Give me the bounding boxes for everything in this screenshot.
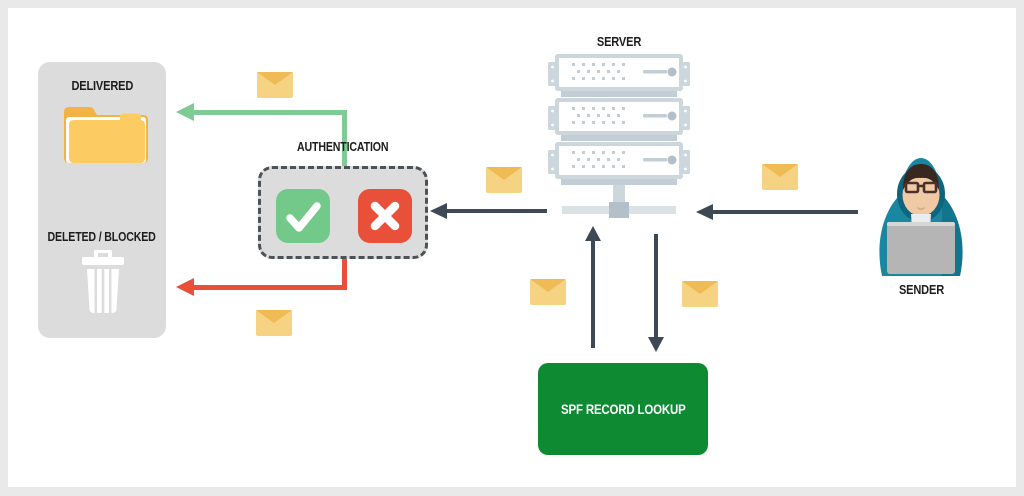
delivered-label: DELIVERED (71, 78, 133, 93)
folder-icon (64, 107, 148, 163)
check-icon (286, 202, 321, 232)
envelope-icon (682, 281, 718, 307)
spf-to-server-arrow-line (591, 240, 595, 348)
authentication-box (258, 166, 428, 259)
envelope-icon (257, 72, 293, 98)
red-arrowhead (176, 278, 194, 296)
server-to-auth-arrowhead (430, 203, 447, 219)
x-icon (370, 201, 400, 231)
deleted-blocked-label: DELETED / BLOCKED (47, 230, 157, 244)
server-rack-icon (548, 54, 690, 218)
sender-to-server-arrowhead (696, 204, 713, 220)
trash-icon (82, 250, 124, 313)
canvas (8, 8, 1016, 487)
green-arrowhead (176, 103, 194, 121)
envelope-icon (762, 164, 798, 190)
green-arrow-vertical-segment (342, 113, 347, 168)
sender-to-server-arrow-line (712, 210, 858, 214)
sender-label: SENDER (898, 282, 944, 297)
envelope-icon (486, 167, 522, 193)
pass-button (276, 189, 330, 243)
server-to-spf-arrowhead (648, 337, 664, 352)
spf-label: SPF RECORD LOOKUP (560, 401, 686, 417)
envelope-icon (256, 310, 292, 336)
spf-record-lookup-box: SPF RECORD LOOKUP (538, 363, 708, 455)
server-to-spf-arrow-line (654, 234, 658, 338)
green-arrow-line (192, 110, 347, 115)
red-arrow-line (192, 285, 347, 290)
fail-button (358, 189, 412, 243)
spf-to-server-arrowhead (585, 226, 601, 241)
authentication-label: AUTHENTICATION (297, 140, 389, 154)
server-to-auth-arrow-line (446, 209, 547, 213)
server-label: SERVER (596, 34, 642, 49)
red-arrow-vertical-segment (342, 257, 347, 290)
envelope-icon (530, 279, 566, 305)
hooded-sender-icon (879, 158, 963, 276)
